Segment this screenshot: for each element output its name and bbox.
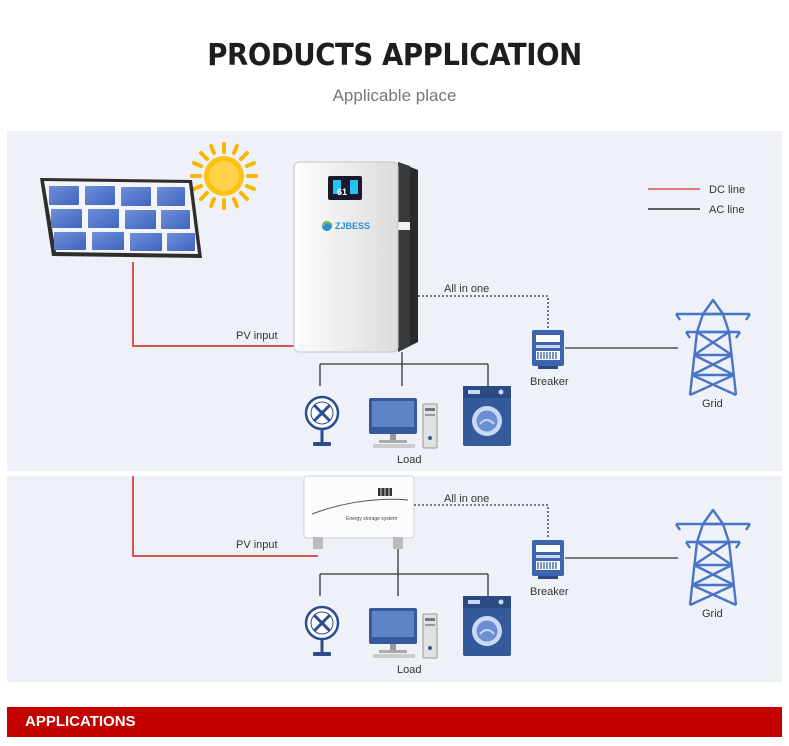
load-label-bottom: Load [397, 664, 421, 676]
applications-banner-label: APPLICATIONS [25, 713, 136, 730]
applications-banner: APPLICATIONS [7, 707, 782, 737]
all-in-one-label-bottom: All in one [444, 493, 489, 505]
computer-icon [368, 607, 438, 659]
grid-label-top: Grid [702, 398, 723, 410]
device-caption: Energy storage system [346, 516, 397, 522]
washing-machine-icon [462, 385, 512, 447]
solar-panel-icon [40, 178, 202, 258]
washing-machine-icon [462, 595, 512, 657]
pylon-icon [674, 298, 752, 397]
load-ac-line-top [319, 352, 489, 386]
legend-ac-label: AC line [709, 204, 744, 216]
breaker-meter-icon [531, 329, 565, 370]
pylon-icon [674, 508, 752, 607]
pv-dc-line-top [132, 262, 318, 347]
breaker-label-bottom: Breaker [530, 586, 569, 598]
all-in-one-line-bottom [414, 504, 549, 538]
sun-icon [190, 142, 258, 210]
grid-label-bottom: Grid [702, 608, 723, 620]
breaker-label-top: Breaker [530, 376, 569, 388]
energy-storage-device [303, 475, 415, 549]
fan-icon [304, 395, 340, 448]
load-label-top: Load [397, 454, 421, 466]
device-brand: ZJBESS [335, 221, 370, 231]
page-subtitle: Applicable place [332, 86, 457, 105]
fan-icon [304, 605, 340, 658]
computer-icon [368, 397, 438, 449]
brand-logo-icon [322, 221, 333, 231]
pv-dc-line-bottom [132, 476, 318, 557]
all-in-one-line-top [418, 295, 549, 330]
page-title: PRODUCTS APPLICATION [207, 38, 582, 73]
legend-dc-label: DC line [709, 184, 745, 196]
breaker-meter-icon [531, 539, 565, 580]
pv-input-label-top: PV input [236, 330, 278, 342]
pv-input-label-bottom: PV input [236, 539, 278, 551]
legend: DC line AC line [648, 184, 745, 216]
svg-text:61: 61 [337, 187, 347, 197]
all-in-one-label-top: All in one [444, 283, 489, 295]
battery-inverter-device: 61 [293, 161, 418, 353]
load-ac-line-bottom [319, 549, 489, 596]
